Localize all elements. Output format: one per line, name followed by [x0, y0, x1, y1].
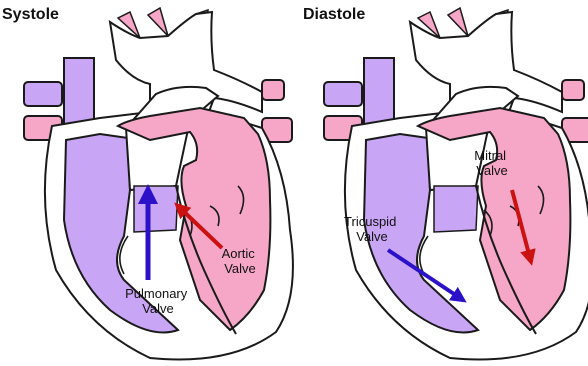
- aortic-valve-label: Aortic Valve: [222, 246, 259, 276]
- mitral-valve-label: Mitral Valve: [474, 148, 509, 178]
- diastole-heart: [324, 8, 588, 360]
